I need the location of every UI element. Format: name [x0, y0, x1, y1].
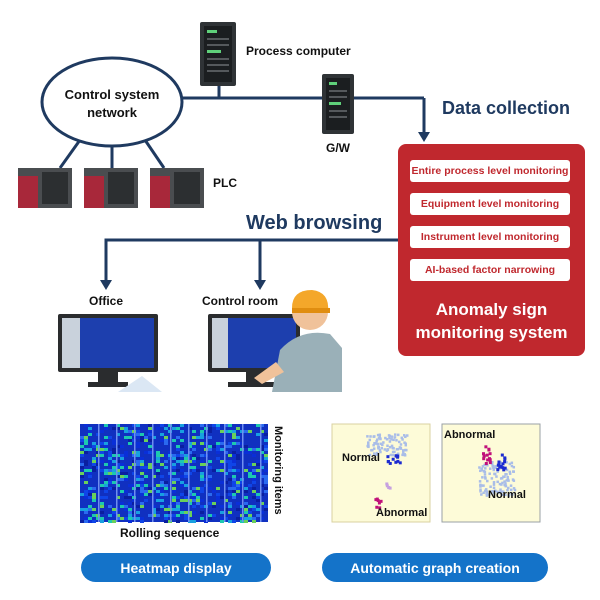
- scatter-plot-left: [331, 423, 431, 523]
- process-computer-icon: [200, 22, 236, 86]
- office-monitor-icon: [58, 314, 162, 392]
- monitoring-item-process: Entire process level monitoring: [410, 160, 570, 182]
- automatic-graph-creation-button[interactable]: Automatic graph creation: [322, 553, 548, 582]
- right-abnormal-label: Abnormal: [444, 429, 496, 441]
- anomaly-system-title-line1: Anomaly sign: [435, 300, 548, 319]
- gateway-server-icon: [322, 74, 354, 134]
- plc-label: PLC: [213, 176, 237, 190]
- web-browsing-label: Web browsing: [246, 212, 383, 234]
- left-abnormal-label: Abnormal: [376, 507, 428, 519]
- monitoring-item-ai: AI-based factor narrowing: [410, 259, 570, 281]
- heatmap-x-label: Rolling sequence: [120, 526, 220, 540]
- process-computer-label: Process computer: [246, 44, 351, 58]
- plc-unit-2: [84, 168, 138, 208]
- office-label: Office: [89, 294, 124, 308]
- scatter-plot-right: [441, 423, 541, 523]
- gw-label: G/W: [326, 141, 350, 155]
- operator-icon: [254, 290, 342, 392]
- anomaly-system-title-line2: monitoring system: [415, 323, 568, 342]
- data-collection-label: Data collection: [442, 98, 571, 118]
- heatmap-display-button[interactable]: Heatmap display: [81, 553, 271, 582]
- control-room-label: Control room: [202, 294, 278, 308]
- control-network-label-line2: network: [87, 105, 137, 120]
- web-browsing-connectors: [100, 238, 398, 290]
- right-normal-label: Normal: [488, 489, 526, 501]
- left-normal-label: Normal: [342, 452, 380, 464]
- anomaly-system-title: Anomaly sign monitoring system: [398, 298, 585, 344]
- plc-unit-3: [150, 168, 204, 208]
- monitoring-item-equipment: Equipment level monitoring: [410, 193, 570, 215]
- heatmap-chart: [80, 424, 268, 523]
- anomaly-sign-monitoring-system: Entire process level monitoring Equipmen…: [398, 144, 585, 356]
- plc-unit-1: [18, 168, 72, 208]
- control-network-label-line1: Control system: [64, 87, 160, 102]
- heatmap-y-label: Monitoring items: [272, 426, 284, 515]
- control-network-ellipse: [40, 56, 184, 148]
- monitoring-item-instrument: Instrument level monitoring: [410, 226, 570, 248]
- control-network-label: Control system network: [42, 86, 182, 122]
